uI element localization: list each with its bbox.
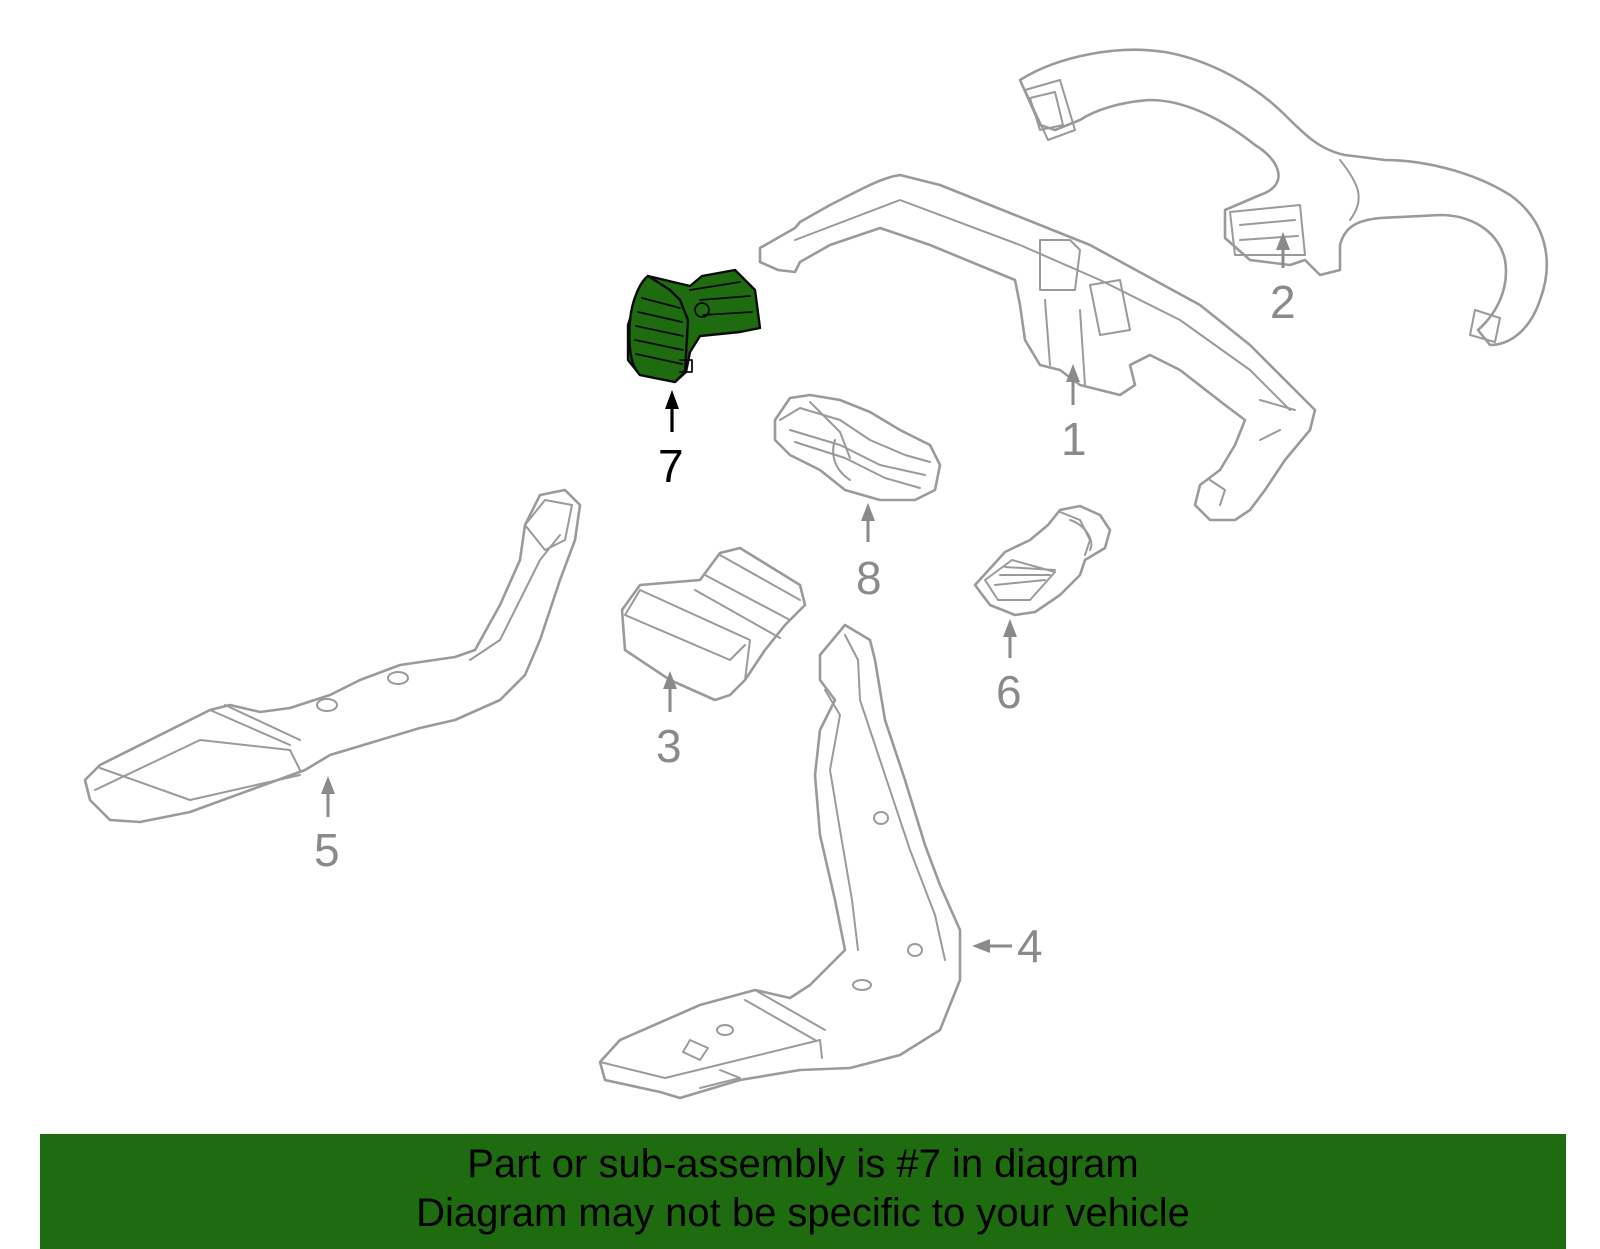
part-8-center-vent[interactable]: [773, 393, 942, 502]
banner-line-2: Diagram may not be specific to your vehi…: [416, 1191, 1190, 1235]
part-4-right-duct[interactable]: [598, 623, 962, 1100]
callout-7: 7: [658, 440, 684, 492]
part-6-small-vent[interactable]: [973, 504, 1112, 617]
callout-6: 6: [996, 666, 1022, 718]
callout-labels: 1 2 3 4 5 6 7 8: [314, 276, 1296, 972]
callout-1: 1: [1061, 413, 1087, 465]
callout-8: 8: [856, 552, 882, 604]
part-1-center-duct[interactable]: [758, 173, 1317, 522]
callout-2: 2: [1270, 276, 1296, 328]
leader-arrows: [321, 232, 1290, 953]
callout-3: 3: [656, 720, 682, 772]
part-5-left-duct[interactable]: [83, 488, 582, 824]
part-7-side-vent-highlighted[interactable]: [626, 268, 762, 384]
callout-4: 4: [1017, 920, 1043, 972]
banner-line-1: Part or sub-assembly is #7 in diagram: [467, 1142, 1139, 1186]
callout-5: 5: [314, 824, 340, 876]
part-3-duct-block[interactable]: [620, 546, 807, 702]
part-2-upper-duct[interactable]: [1018, 48, 1548, 347]
notice-banner: Part or sub-assembly is #7 in diagram Di…: [40, 1134, 1566, 1249]
